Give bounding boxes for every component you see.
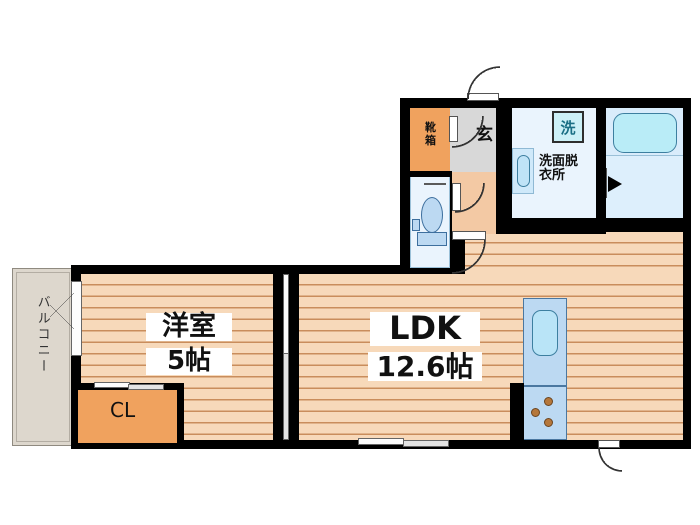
washing-machine-icon: 洗 [552, 111, 584, 143]
stove-burner-3 [544, 418, 553, 427]
balcony-window-swing2 [50, 305, 74, 329]
bathroom-door-arrow [608, 176, 622, 192]
hall-door-swing-upper [452, 116, 484, 148]
bedroom-label: 洋室 [146, 312, 232, 342]
washroom-label-1: 洗面脱 [539, 154, 579, 169]
toilet-flush-lever [412, 219, 420, 231]
wall-washroom-bath [596, 108, 606, 218]
wall-washroom-bottom [496, 218, 606, 234]
closet[interactable] [78, 390, 177, 443]
service-door-swing [598, 448, 622, 472]
kitchen-wall-segment [510, 383, 524, 440]
balcony-inner-gap [16, 272, 70, 442]
wall-toilet-washroom [496, 108, 512, 234]
washing-machine-label: 洗 [560, 118, 576, 137]
kitchen-stove-unit [523, 386, 567, 440]
shoe-cabinet-label-2: 箱 [425, 134, 436, 147]
stove-burner-1 [544, 397, 553, 406]
wall-entrance-toilet [410, 171, 452, 177]
shoe-cabinet [410, 108, 450, 171]
closet-slider-left[interactable] [94, 382, 130, 388]
partition-sliding-door-lower[interactable] [283, 353, 289, 440]
ldk-entry-door-leaf[interactable] [452, 231, 486, 240]
shoe-cabinet-label-1: 靴 [425, 121, 436, 134]
wall-toilet-left-bottom [400, 268, 452, 274]
ldk-window-left[interactable] [358, 438, 404, 445]
ldk-floor [299, 274, 683, 440]
stove-burner-2 [531, 408, 540, 417]
balcony-label: バルコニー [34, 295, 50, 375]
wall-bath-bottom [596, 218, 683, 232]
ldk-area-label: 12.6帖 [368, 352, 482, 381]
closet-label: CL [110, 398, 136, 422]
service-door-leaf[interactable] [598, 440, 620, 448]
toilet-tank [417, 232, 447, 246]
ldk-entry-door-swing [452, 240, 486, 274]
toilet-door-swing [455, 183, 485, 213]
toilet-bowl [421, 197, 443, 233]
partition-sliding-door-upper[interactable] [283, 274, 289, 356]
ldk-label: LDK [370, 311, 480, 346]
toilet-paper-shelf [424, 183, 446, 185]
ldk-window-right[interactable] [403, 440, 449, 447]
upper-wing-floor [465, 232, 683, 277]
closet-slider-right[interactable] [128, 384, 164, 390]
kitchen-sink-basin [532, 310, 558, 356]
bedroom-area-label: 5帖 [146, 347, 232, 376]
washroom-label-2: 衣所 [539, 168, 566, 183]
front-door-swing-arc [467, 66, 500, 99]
bathtub [613, 113, 677, 153]
vanity-bowl [517, 155, 530, 187]
